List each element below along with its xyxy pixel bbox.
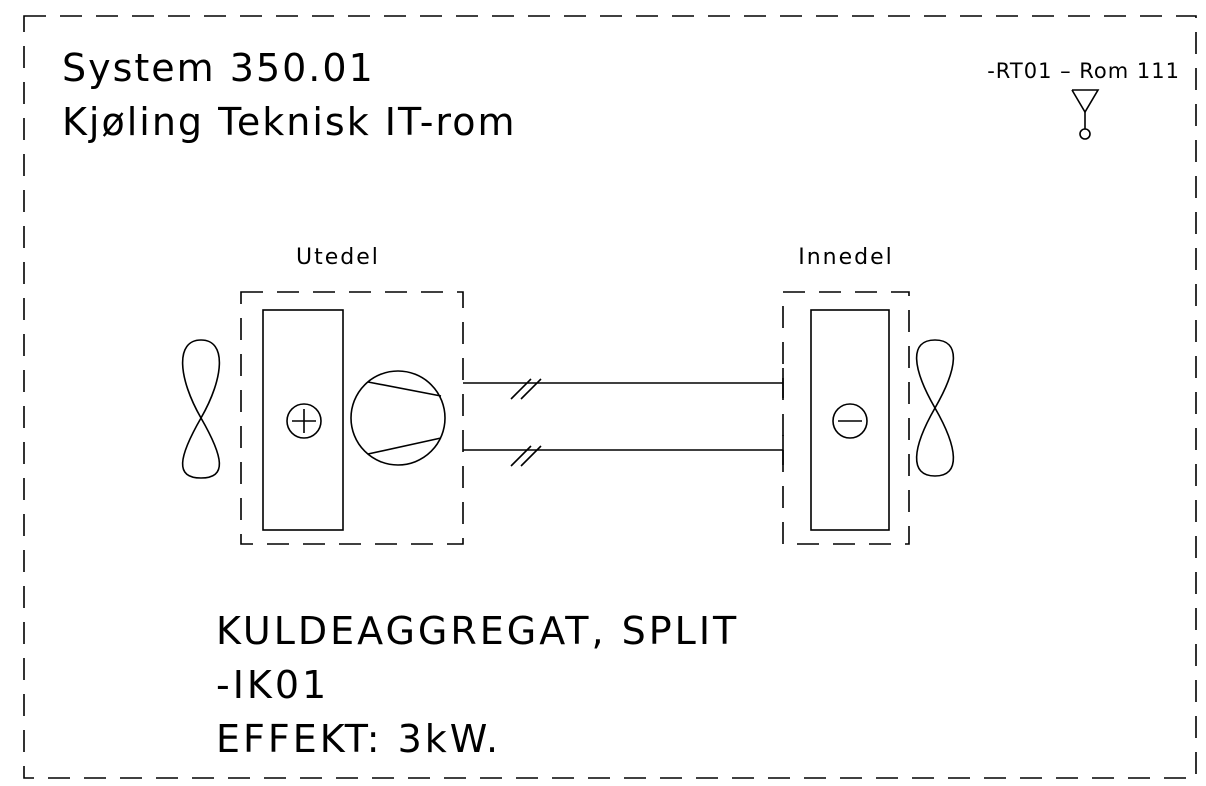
fan-icon	[915, 339, 955, 477]
minus-circle-icon	[832, 403, 868, 439]
outdoor-unit-label: Utedel	[296, 245, 380, 270]
indoor-unit-boundary	[782, 291, 910, 545]
fan-icon	[181, 339, 221, 479]
temperature-sensor-icon	[1071, 89, 1100, 140]
evaporator-coil	[810, 309, 890, 531]
refrigerant-pipes	[463, 368, 784, 467]
equipment-capacity: EFFEKT: 3kW.	[216, 717, 501, 761]
equipment-tag: -IK01	[216, 663, 329, 707]
condenser-coil	[262, 309, 344, 531]
outdoor-unit-boundary	[240, 291, 464, 545]
compressor-icon	[350, 370, 446, 466]
equipment-type: KULDEAGGREGAT, SPLIT	[216, 609, 739, 653]
outer-frame	[23, 15, 1197, 779]
sensor-tag: -RT01 – Rom 111	[987, 59, 1180, 83]
outdoor-unit	[181, 291, 464, 545]
plus-circle-icon	[286, 403, 322, 439]
indoor-unit-label: Innedel	[798, 245, 894, 270]
system-title: System 350.01	[62, 46, 375, 90]
system-subtitle: Kjøling Teknisk IT-rom	[62, 100, 517, 144]
indoor-unit	[782, 291, 955, 545]
